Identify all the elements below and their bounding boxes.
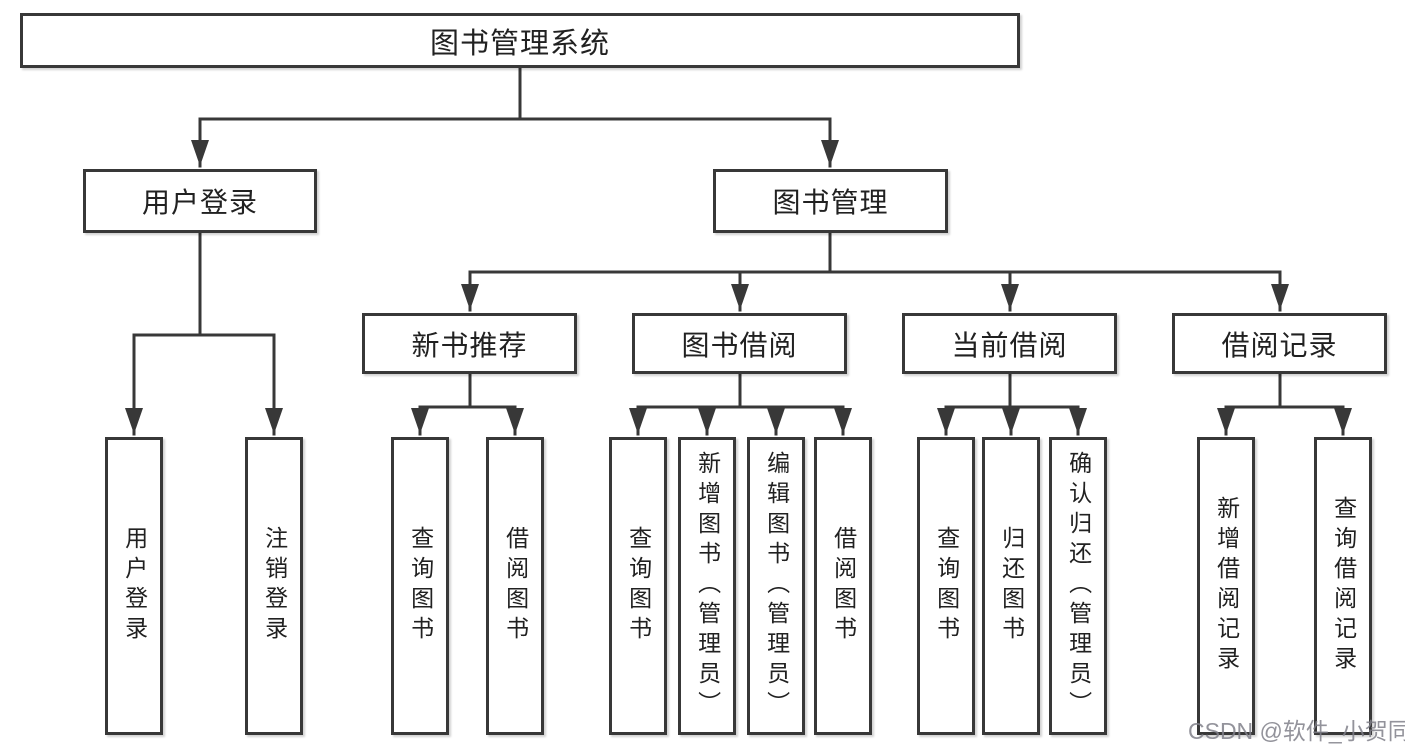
- node-book-borrowing-label: 图书借阅: [681, 329, 798, 361]
- leaf-edit-books-admin: 编辑图书（管理员）: [747, 437, 805, 735]
- leaf-query-borrow-record-label: 查询借阅记录: [1330, 496, 1357, 676]
- leaf-borrow-books-under-borrowing: 借阅图书: [814, 437, 872, 735]
- node-borrowing-records-label: 借阅记录: [1221, 329, 1338, 361]
- node-current-borrowing: 当前借阅: [902, 313, 1117, 374]
- leaf-query-books-under-recommend-label: 查询图书: [407, 526, 434, 646]
- edge-group: [125, 64, 1352, 436]
- node-user-login-label: 用户登录: [141, 187, 258, 218]
- node-library-management-system: 图书管理系统: [20, 13, 1020, 68]
- node-book-management: 图书管理: [713, 169, 948, 233]
- node-user-login: 用户登录: [83, 169, 317, 233]
- leaf-add-books-admin-label: 新增图书（管理员）: [694, 451, 721, 721]
- leaf-query-books-under-borrowing-label: 查询图书: [625, 526, 652, 646]
- leaf-add-books-admin: 新增图书（管理员）: [678, 437, 736, 735]
- leaf-logout: 注销登录: [245, 437, 303, 735]
- leaf-query-books-under-current: 查询图书: [917, 437, 975, 735]
- leaf-user-login-label: 用户登录: [121, 526, 148, 646]
- leaf-return-books-label: 归还图书: [998, 526, 1025, 646]
- node-root-label: 图书管理系统: [429, 27, 610, 60]
- leaf-logout-label: 注销登录: [261, 526, 288, 646]
- leaf-query-borrow-record: 查询借阅记录: [1314, 437, 1372, 735]
- leaf-query-books-under-recommend: 查询图书: [391, 437, 449, 735]
- leaf-confirm-return-admin: 确认归还（管理员）: [1049, 437, 1107, 735]
- node-borrowing-records: 借阅记录: [1172, 313, 1387, 374]
- leaf-edit-books-admin-label: 编辑图书（管理员）: [763, 451, 790, 721]
- leaf-query-books-under-borrowing: 查询图书: [609, 437, 667, 735]
- watermark: CSDN @软件_小贺同学: [1188, 718, 1405, 744]
- leaf-confirm-return-admin-label: 确认归还（管理员）: [1065, 451, 1092, 721]
- node-new-book-recommendation-label: 新书推荐: [411, 329, 528, 361]
- leaf-user-login: 用户登录: [105, 437, 163, 735]
- node-current-borrowing-label: 当前借阅: [951, 329, 1068, 361]
- leaf-query-books-under-current-label: 查询图书: [933, 526, 960, 646]
- leaf-add-borrow-record: 新增借阅记录: [1197, 437, 1255, 735]
- node-book-management-label: 图书管理: [772, 187, 889, 218]
- leaf-borrow-books-under-borrowing-label: 借阅图书: [830, 526, 857, 646]
- node-new-book-recommendation: 新书推荐: [362, 313, 577, 374]
- leaf-add-borrow-record-label: 新增借阅记录: [1213, 496, 1240, 676]
- node-book-borrowing: 图书借阅: [632, 313, 847, 374]
- leaf-return-books: 归还图书: [982, 437, 1040, 735]
- leaf-borrow-books-under-recommend: 借阅图书: [486, 437, 544, 735]
- leaf-borrow-books-under-recommend-label: 借阅图书: [502, 526, 529, 646]
